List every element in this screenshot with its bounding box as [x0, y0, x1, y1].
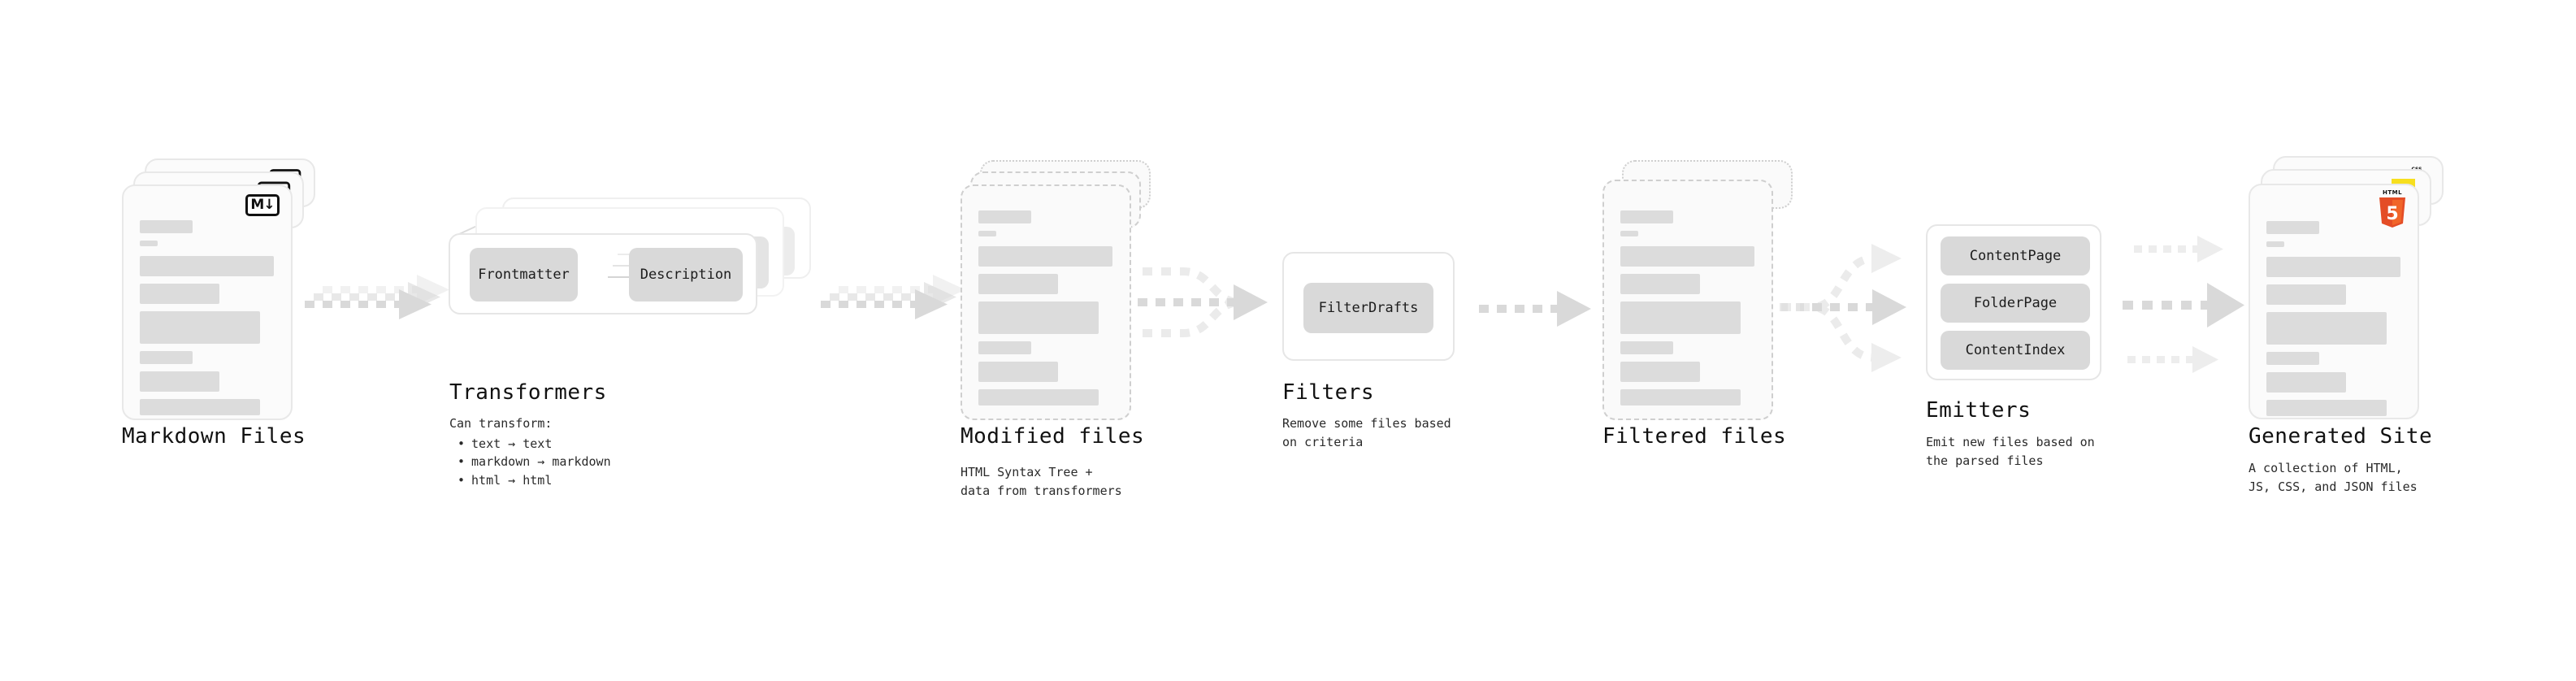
- modified-files-title: Modified files: [961, 424, 1145, 449]
- svg-text:5: 5: [2386, 204, 2398, 224]
- skeleton-bar: [1620, 389, 1741, 406]
- skeleton-bar: [1620, 210, 1673, 223]
- filter-chip-filterdrafts[interactable]: FilterDrafts: [1303, 283, 1433, 333]
- skeleton-bar: [2266, 284, 2346, 305]
- filtered-file-card-front: [1602, 180, 1773, 420]
- skeleton-bar: [140, 220, 193, 233]
- skeleton-bar: [1620, 274, 1700, 294]
- skeleton-bar: [140, 311, 260, 344]
- html5-badge: HTML 5: [2377, 190, 2408, 229]
- modified-file-card-front: [961, 184, 1131, 420]
- emitter-chip-contentpage[interactable]: ContentPage: [1941, 236, 2090, 275]
- skeleton-bar: [978, 246, 1112, 267]
- skeleton-bar: [2266, 400, 2387, 416]
- skeleton-bar: [978, 274, 1058, 294]
- emitters-title: Emitters: [1926, 398, 2032, 423]
- transformer-chip-description-front[interactable]: Description: [629, 248, 743, 301]
- skeleton-bar: [140, 284, 219, 304]
- skeleton-bar: [1620, 246, 1754, 267]
- filtered-files-title: Filtered files: [1602, 424, 1787, 449]
- markdown-icon: M↓: [245, 194, 280, 216]
- html5-badge-label: HTML: [2382, 189, 2403, 196]
- skeleton-bar: [1620, 341, 1673, 354]
- skeleton-bar: [1620, 362, 1700, 382]
- skeleton-bar: [978, 389, 1099, 406]
- markdown-file-card-front: M↓: [122, 184, 293, 420]
- transformers-title: Transformers: [449, 380, 607, 405]
- skeleton-bar: [140, 241, 158, 246]
- emitter-chip-contentindex[interactable]: ContentIndex: [1941, 331, 2090, 370]
- skeleton-bar: [1620, 231, 1638, 236]
- skeleton-bar: [2266, 257, 2400, 277]
- file-skeleton: [140, 220, 276, 423]
- bullets-header: Can transform:: [449, 416, 553, 431]
- file-skeleton: [2266, 221, 2403, 423]
- emitter-chip-folderpage[interactable]: FolderPage: [1941, 284, 2090, 323]
- filters-box: FilterDrafts: [1282, 252, 1455, 361]
- transformers-bullets: Can transform: text → text markdown → ma…: [449, 414, 611, 489]
- skeleton-bar: [978, 362, 1058, 382]
- chip-label: FilterDrafts: [1318, 300, 1419, 316]
- bullet-item: text → text: [458, 435, 611, 453]
- bullet-item: markdown → markdown: [458, 453, 611, 471]
- skeleton-bar: [140, 399, 260, 415]
- emitters-box: ContentPage FolderPage ContentIndex: [1926, 224, 2101, 380]
- skeleton-bar: [978, 301, 1099, 334]
- chip-label: ContentIndex: [1965, 342, 2066, 358]
- markdown-icon-text: M↓: [250, 197, 275, 213]
- skeleton-bar: [140, 351, 193, 364]
- modified-files-subtitle: HTML Syntax Tree + data from transformer…: [961, 465, 1122, 498]
- markdown-files-title: Markdown Files: [122, 424, 306, 449]
- filters-subtitle: Remove some files based on criteria: [1282, 416, 1451, 449]
- skeleton-bar: [2266, 372, 2346, 393]
- site-file-card-html: HTML 5: [2249, 184, 2419, 419]
- skeleton-bar: [2266, 241, 2284, 247]
- skeleton-bar: [1620, 301, 1741, 334]
- file-skeleton: [1620, 210, 1757, 413]
- chip-label: Frontmatter: [478, 267, 570, 283]
- chip-label: ContentPage: [1969, 248, 2062, 264]
- chip-label: Description: [640, 267, 732, 283]
- skeleton-bar: [140, 256, 274, 276]
- generated-site-title: Generated Site: [2249, 424, 2433, 449]
- bullet-item: html → html: [458, 471, 611, 490]
- filters-title: Filters: [1282, 380, 1375, 405]
- emitters-subtitle: Emit new files based on the parsed files: [1926, 435, 2095, 468]
- skeleton-bar: [140, 371, 219, 392]
- skeleton-bar: [2266, 352, 2319, 365]
- file-skeleton: [978, 210, 1115, 413]
- generated-site-subtitle: A collection of HTML, JS, CSS, and JSON …: [2249, 461, 2418, 494]
- skeleton-bar: [2266, 312, 2387, 345]
- skeleton-bar: [978, 231, 996, 236]
- transformer-chip-frontmatter-front[interactable]: Frontmatter: [470, 248, 578, 301]
- skeleton-bar: [2266, 221, 2319, 234]
- skeleton-bar: [978, 210, 1031, 223]
- chip-label: FolderPage: [1973, 295, 2058, 311]
- skeleton-bar: [978, 341, 1031, 354]
